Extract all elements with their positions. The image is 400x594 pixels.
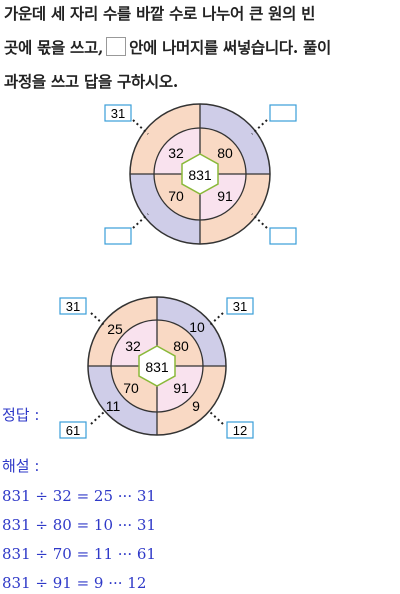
figure-1-inner-tr: 80 <box>217 145 233 161</box>
explanation-line-1: 831 ÷ 32 = 25 ··· 31 <box>2 487 156 505</box>
figure-2-outer-tr: 10 <box>189 319 205 335</box>
figure-2: 831 32 80 70 91 25 10 11 9 31 31 61 12 <box>59 296 254 439</box>
figure-1-hexagon <box>181 153 219 195</box>
question-line-2: 곳에 몫을 쓰고, 안에 나머지를 써넣습니다. 풀이 <box>4 36 331 58</box>
question-line-2-start: 곳에 몫을 쓰고, <box>4 38 104 57</box>
figure-2-box-bl-value: 61 <box>66 423 80 438</box>
explanation-line-3: 831 ÷ 70 = 11 ··· 61 <box>2 545 156 563</box>
figure-2-box-tr <box>226 297 254 315</box>
figure-1-inner-bl: 70 <box>168 188 184 204</box>
figure-1: 831 32 80 70 91 31 <box>104 103 297 245</box>
figure-1-inner-br: 91 <box>217 188 233 204</box>
question-line-1: 가운데 세 자리 수를 바깥 수로 나누어 큰 원의 빈 <box>4 4 316 23</box>
figure-2-box-br <box>226 421 254 439</box>
figure-2-inner-bl: 70 <box>123 380 139 396</box>
figure-2-outer-br: 9 <box>192 398 200 414</box>
question-line-3: 과정을 쓰고 답을 구하시오. <box>4 72 178 91</box>
figure-2-inner-br: 91 <box>173 380 189 396</box>
explanation-line-4: 831 ÷ 91 = 9 ··· 12 <box>2 574 147 592</box>
figure-2-box-br-value: 12 <box>233 423 247 438</box>
figure-2-box-tl <box>59 297 87 315</box>
figure-2-inner-tr: 80 <box>173 338 189 354</box>
blank-box-icon <box>106 37 127 56</box>
explanation-label: 해설 : <box>2 457 40 475</box>
explanation-line-2: 831 ÷ 80 = 10 ··· 31 <box>2 516 156 534</box>
figure-2-box-tl-value: 31 <box>66 299 80 314</box>
figure-2-outer-tl: 25 <box>107 321 123 337</box>
question-line-2-end: 안에 나머지를 써넣습니다. 풀이 <box>129 38 331 57</box>
figure-1-inner-tl: 32 <box>168 145 184 161</box>
figure-1-center: 831 <box>188 167 212 183</box>
figure-1-box-tr <box>269 104 297 122</box>
figure-2-inner-tl: 32 <box>125 338 141 354</box>
figure-1-box-br <box>269 227 297 245</box>
figure-2-center: 831 <box>145 359 169 375</box>
figure-2-box-bl <box>59 421 87 439</box>
figure-1-box-tl <box>104 104 132 122</box>
figure-1-box-bl <box>104 227 132 245</box>
figure-2-hexagon <box>138 345 176 387</box>
figure-1-box-tl-value: 31 <box>111 106 125 121</box>
figure-2-outer-bl: 11 <box>106 398 121 414</box>
figure-2-box-tr-value: 31 <box>233 299 247 314</box>
answer-label: 정답 : <box>2 406 40 424</box>
